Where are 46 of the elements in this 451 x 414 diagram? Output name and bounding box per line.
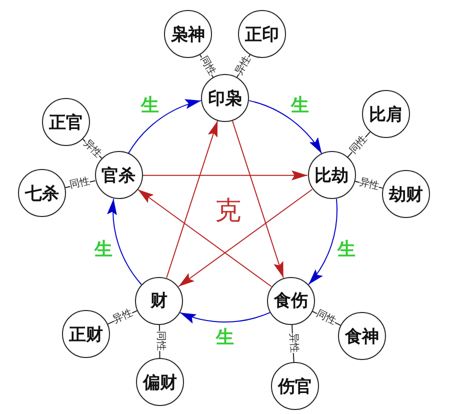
- edge-label: 生: [94, 240, 112, 259]
- node-label: 比劫: [314, 164, 348, 187]
- arrow: [166, 120, 218, 278]
- arrow: [178, 189, 313, 287]
- node-circle: [135, 276, 184, 325]
- node-circle: [136, 358, 184, 406]
- node-label: 伤官: [278, 376, 312, 398]
- edge-label: 同性: [315, 309, 338, 328]
- arrow: [232, 120, 284, 278]
- node-circle: [201, 74, 249, 122]
- node-label: 偏财: [143, 372, 177, 394]
- node-label: 食神: [345, 326, 379, 348]
- node-label: 正印: [245, 24, 279, 46]
- node-circle: [266, 276, 315, 325]
- node-circle: [271, 362, 319, 410]
- arrow: [137, 189, 272, 287]
- node-label: 官杀: [102, 164, 136, 187]
- arrow: [308, 198, 338, 286]
- node-label: 印枭: [208, 88, 242, 110]
- edge-label: 同性: [69, 177, 92, 192]
- node-label: 正官: [49, 112, 83, 134]
- node-circle: [62, 310, 110, 358]
- edge-label: 同性: [154, 331, 165, 352]
- node-label: 劫财: [389, 184, 423, 206]
- edge-label: 生: [140, 97, 159, 116]
- node-circle: [382, 170, 430, 218]
- arrow: [248, 100, 322, 154]
- edge-label: 异性: [358, 177, 380, 192]
- center-label: 克: [215, 194, 241, 228]
- edge-label: 异性: [287, 333, 298, 354]
- node-label: 财: [150, 290, 168, 312]
- arrow: [142, 170, 308, 180]
- node-label: 食伤: [274, 290, 308, 312]
- node-label: 正财: [69, 324, 103, 346]
- edge-label: 生: [291, 97, 310, 116]
- edge-label: 生: [338, 240, 356, 259]
- node-circle: [18, 169, 66, 217]
- arrow: [128, 100, 202, 154]
- node-label: 枭神: [171, 24, 205, 46]
- edge-label: 生: [216, 329, 234, 347]
- arrow: [180, 312, 270, 323]
- node-label: 七杀: [25, 182, 59, 204]
- node-label: 比肩: [369, 104, 403, 126]
- arrow: [108, 198, 142, 286]
- node-circle: [238, 10, 286, 58]
- node-circle: [338, 312, 386, 360]
